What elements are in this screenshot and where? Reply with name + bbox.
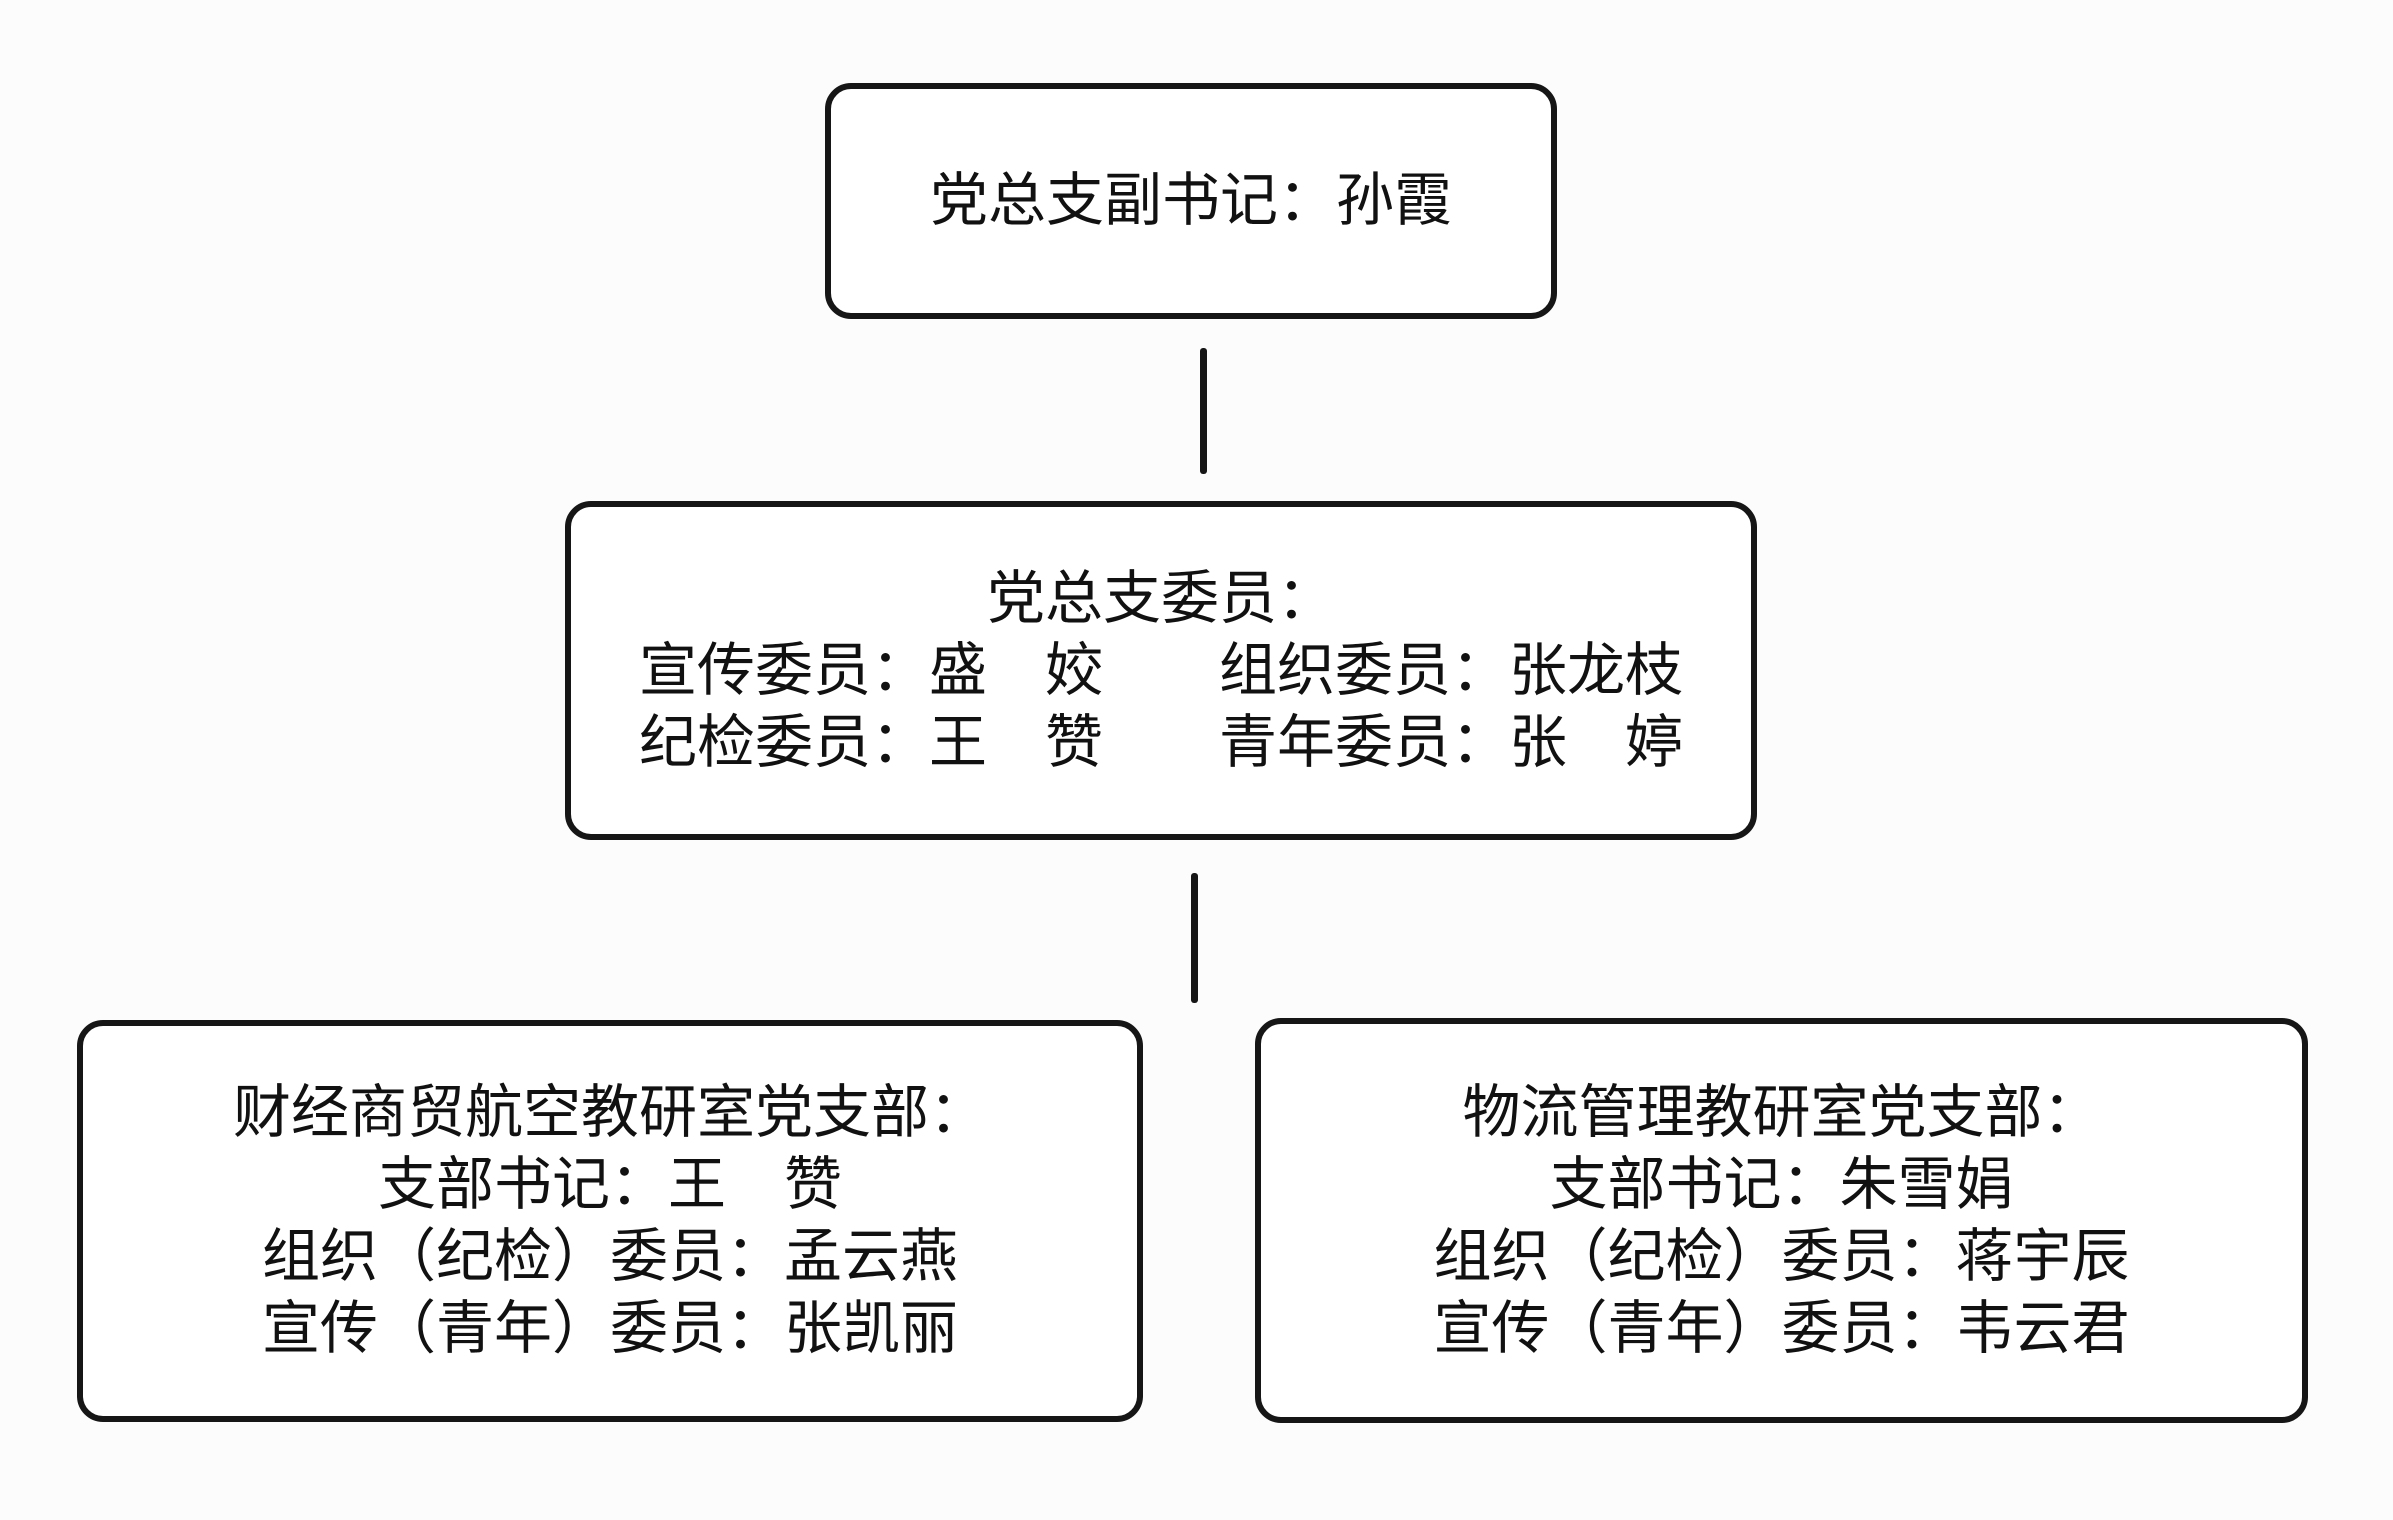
connector-committee-to-branches: [1191, 873, 1198, 1003]
node-branch-finance-title: 财经商贸航空教研室党支部：: [232, 1080, 987, 1145]
node-committee-line: 纪检委员：王 赞 青年委员：张 婷: [638, 709, 1683, 775]
node-branch-logistics-line: 支部书记：朱雪娟: [1549, 1151, 2014, 1217]
node-committee-title: 党总支委员：: [986, 565, 1335, 631]
node-branch-logistics-line: 宣传（青年）委员：韦云君: [1433, 1295, 2130, 1361]
node-committee: 党总支委员： 宣传委员：盛 姣 组织委员：张龙枝 纪检委员：王 赞 青年委员：张…: [565, 501, 1757, 840]
node-deputy-secretary-line: 党总支副书记：孙霞: [929, 168, 1452, 233]
node-branch-logistics-title: 物流管理教研室党支部：: [1462, 1079, 2101, 1145]
node-committee-line: 宣传委员：盛 姣 组织委员：张龙枝: [638, 637, 1683, 703]
node-branch-finance-line: 宣传（青年）委员：张凯丽: [261, 1296, 958, 1361]
node-deputy-secretary: 党总支副书记：孙霞: [825, 83, 1557, 319]
connector-top-to-committee: [1200, 348, 1207, 474]
node-branch-logistics: 物流管理教研室党支部： 支部书记：朱雪娟 组织（纪检）委员：蒋宇辰 宣传（青年）…: [1255, 1018, 2308, 1423]
node-branch-finance: 财经商贸航空教研室党支部： 支部书记：王 赞 组织（纪检）委员：孟云燕 宣传（青…: [77, 1020, 1143, 1422]
node-branch-finance-line: 组织（纪检）委员：孟云燕: [261, 1224, 958, 1289]
node-branch-finance-line: 支部书记：王 赞: [377, 1152, 842, 1217]
node-branch-logistics-line: 组织（纪检）委员：蒋宇辰: [1433, 1223, 2130, 1289]
